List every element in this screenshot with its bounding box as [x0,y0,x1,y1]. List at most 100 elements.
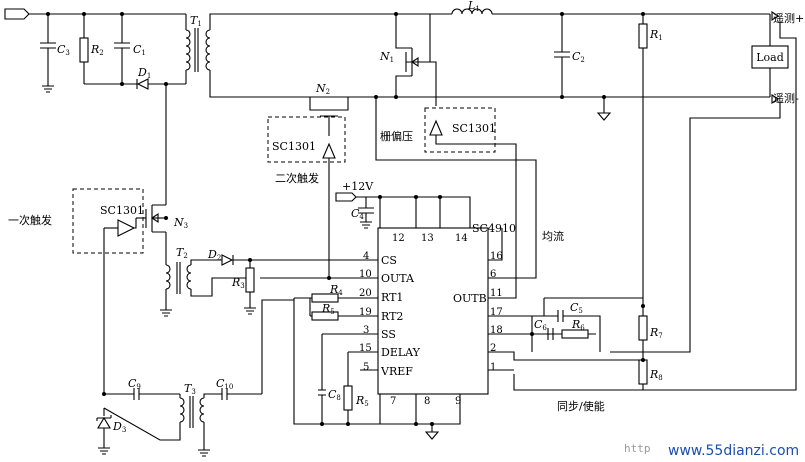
label-r6: R6 [571,318,585,332]
inductor-l1: L1 [451,0,770,15]
pin-name-vref: VREF [380,365,413,378]
resistor-r5-delay: R5 [343,385,369,411]
pin-num-15: 15 [359,343,372,354]
label-c5: C5 [570,301,583,315]
ic-right-wiring [488,228,643,371]
label-c4: C4 [351,207,364,221]
pin-bottom-9: 9 [455,396,461,407]
pin-num-18: 18 [490,325,503,336]
watermark: http www.55dianzi.com [624,442,799,459]
label-l1: L1 [467,0,480,13]
label-n2: N2 [315,82,330,96]
supply-12v: +12V C4 [335,180,471,229]
label-c2: C2 [572,50,585,64]
label-n3: N3 [173,216,188,230]
label-t2: T2 [176,246,188,260]
mosfet-n3: N3 [136,204,188,233]
pin-name-rt2: RT2 [381,310,403,323]
grid-bias-label: 栅偏压 [380,129,413,143]
sense-minus-label: 遥测- [773,92,799,105]
pin-top-13: 13 [421,233,434,244]
pin-num-3: 3 [363,325,369,336]
label-r7: R7 [649,326,663,340]
pin-num-1: 1 [490,362,496,373]
label-c8: C8 [328,388,341,402]
pin-num-20: 20 [359,288,372,299]
capacitor-c9: C9 [104,377,180,400]
junction-dots [46,12,645,426]
label-r1: R1 [649,28,663,42]
capacitor-c5: C5 [557,301,583,322]
label-t3: T3 [184,382,196,396]
diode-d2: D2 [207,248,250,266]
diode-d1: D1 [134,66,160,90]
label-c10: C10 [216,377,233,391]
resistor-r5: R5 [310,302,342,321]
pin-num-19: 19 [359,307,372,318]
ic-name-label: SC4910 [472,222,516,235]
pin-name-cs: CS [381,254,397,267]
label-r5-delay: R5 [355,394,369,408]
ground-output [596,97,612,121]
pin-num-6: 6 [490,269,496,280]
sync-enable-label: 同步/使能 [557,399,605,413]
primary-trigger-label: 一次触发 [8,213,52,227]
input-terminal [4,8,30,20]
label-n1: N1 [379,50,394,64]
ic-sc4910: SC4910 12 13 14 CS OUTA RT1 RT2 SS DELAY… [359,222,516,407]
label-c6: C6 [534,318,547,332]
label-r4: R4 [329,283,343,297]
label-r3: R3 [231,276,245,290]
resistor-r3: R3 [231,260,256,315]
pin-name-delay: DELAY [381,346,421,359]
driver-n2-box: SC1301 二次触发 [267,116,346,278]
capacitor-c10: C10 [216,299,294,400]
label-d3: D3 [112,420,126,434]
mosfet-n2: N2 [309,82,349,136]
resistor-r1: R1 [638,14,663,306]
pin-bottom-8: 8 [424,396,430,407]
transformer-t2: T2 [160,246,250,317]
primary-wiring [29,13,187,265]
pin-num-2: 2 [490,343,496,354]
pin-name-rt1: RT1 [381,291,403,304]
label-c1: C1 [133,43,146,57]
label-t1: T1 [190,14,202,28]
driver-n1-box: SC1301 栅偏压 [380,107,517,299]
zener-d3: D3 [96,408,126,455]
pin-bottom-7: 7 [390,396,396,407]
pin-num-10: 10 [359,269,372,280]
label-d2: D2 [207,248,221,262]
driver-n3-label: SC1301 [100,204,144,217]
resistor-r2: R2 [79,14,104,84]
label-r2: R2 [90,43,104,57]
label-r5: R5 [321,302,335,316]
transformer-t3: T3 [103,382,222,457]
mosfet-n1: N1 [379,14,437,106]
driver-n1-label: SC1301 [452,122,496,135]
pin-top-14: 14 [455,233,468,244]
capacitor-c3: C3 [40,14,70,93]
resistor-r4: R4 [310,283,343,303]
pin-name-outb: OUTB [453,292,487,305]
driver-n2-label: SC1301 [272,140,316,153]
load-box: Load [751,14,789,97]
pin-name-outa: OUTA [381,272,415,285]
ic-left-wiring [250,259,461,440]
pin-top-12: 12 [392,233,405,244]
capacitor-c1: C1 [114,14,146,84]
current-share-label: 均流 [542,229,564,243]
remote-sense: 遥测+ 遥测- [513,10,804,391]
supply-label: +12V [342,180,374,193]
pin-num-11: 11 [490,288,503,299]
label-r8: R8 [649,368,663,382]
driver-n3-box: SC1301 一次触发 [8,188,144,394]
sense-plus-label: 遥测+ [773,12,804,25]
pin-num-5: 5 [363,362,369,373]
capacitor-c2: C2 [554,14,585,97]
resistor-r8: R8 [638,359,663,390]
watermark-site: www.55dianzi.com [668,443,799,459]
load-label: Load [756,51,784,64]
watermark-prefix: http [624,442,651,455]
